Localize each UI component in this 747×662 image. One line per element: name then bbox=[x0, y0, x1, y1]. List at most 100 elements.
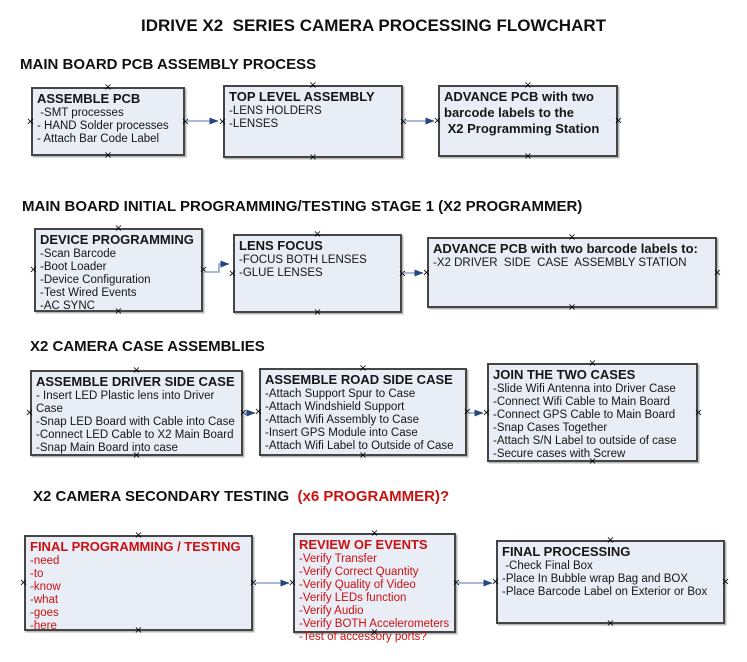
flow-box-join-the-two-cases: JOIN THE TWO CASES-Slide Wifi Antenna in… bbox=[482, 359, 702, 467]
flow-box-final-programming-testing: FINAL PROGRAMMING / TESTING-need-to-know… bbox=[19, 531, 257, 636]
box-item: -Check Final Box bbox=[502, 560, 593, 572]
connection-point-icon: × bbox=[721, 576, 730, 588]
connection-point-icon: × bbox=[114, 306, 123, 317]
box-item: -FOCUS BOTH LENSES bbox=[239, 254, 367, 266]
connection-point-icon: × bbox=[463, 406, 472, 418]
connection-point-icon: × bbox=[218, 116, 227, 127]
connection-point-icon: × bbox=[134, 625, 143, 636]
box-item: -here bbox=[30, 620, 57, 632]
connection-point-icon: × bbox=[399, 116, 408, 127]
box-item: -Snap Main Board into case bbox=[36, 442, 178, 454]
box-item: -Place Barcode Label on Exterior or Box bbox=[502, 586, 708, 598]
box-title: JOIN THE TWO CASES bbox=[493, 367, 636, 382]
connection-point-icon: × bbox=[491, 576, 500, 588]
connection-point-icon: × bbox=[567, 302, 577, 313]
connection-point-icon: × bbox=[567, 232, 577, 243]
box-item: -X2 DRIVER SIDE CASE ASSEMBLY STATION bbox=[433, 257, 687, 269]
box-title: TOP LEVEL ASSEMBLY bbox=[229, 89, 375, 104]
box-item: -Verify Correct Quantity bbox=[299, 566, 419, 578]
box-item: -Test Wired Events bbox=[40, 287, 137, 299]
box-item: -Secure cases with Screw bbox=[493, 448, 626, 460]
box-item: -Verify BOTH Accelerometers bbox=[299, 618, 450, 630]
connection-point-icon: × bbox=[370, 528, 379, 539]
box-title: REVIEW OF EVENTS bbox=[299, 537, 428, 552]
connection-point-icon: × bbox=[114, 223, 123, 234]
box-item: -Attach S/N Label to outside of case bbox=[493, 435, 677, 447]
connection-point-icon: × bbox=[606, 618, 615, 629]
page-title: IDRIVE X2 SERIES CAMERA PROCESSING FLOWC… bbox=[140, 16, 607, 35]
box-item: -Slide Wifi Antenna into Driver Case bbox=[493, 383, 676, 395]
connection-point-icon: × bbox=[694, 407, 703, 418]
connection-point-icon: × bbox=[25, 407, 34, 419]
connection-point-icon: × bbox=[308, 80, 318, 91]
connection-point-icon: × bbox=[103, 150, 113, 161]
box-item: -Insert GPS Module into Case bbox=[265, 427, 418, 439]
box-item: -Device Configuration bbox=[40, 274, 151, 286]
box-item: - Insert LED Plastic lens into Driver Ca… bbox=[36, 390, 218, 415]
box-item: -Verify Audio bbox=[299, 605, 364, 617]
connection-point-icon: × bbox=[103, 82, 113, 93]
connection-point-icon: × bbox=[614, 115, 623, 127]
box-item: -AC SYNC bbox=[40, 300, 95, 312]
connection-point-icon: × bbox=[588, 456, 597, 467]
section-heading-initial-programming: MAIN BOARD INITIAL PROGRAMMING/TESTING S… bbox=[22, 198, 582, 215]
section-heading-secondary-testing: X2 CAMERA SECONDARY TESTING (x6 PROGRAMM… bbox=[33, 488, 449, 505]
connection-point-icon: × bbox=[313, 307, 322, 318]
box-item: -Verify LEDs function bbox=[299, 592, 407, 604]
box-item: -Place In Bubble wrap Bag and BOX bbox=[502, 573, 689, 585]
flow-box-advance-pcb-to-driver-side-station: ADVANCE PCB with two barcode labels to:-… bbox=[422, 233, 721, 313]
connection-point-icon: × bbox=[19, 577, 28, 589]
flow-box-device-programming: DEVICE PROGRAMMING-Scan Barcode-Boot Loa… bbox=[29, 224, 207, 317]
box-item: -SMT processes bbox=[37, 107, 124, 119]
box-item: -Snap Cases Together bbox=[493, 422, 608, 434]
box-item: -Verify Transfer bbox=[299, 553, 377, 565]
connection-point-icon: × bbox=[588, 358, 597, 369]
box-title: DEVICE PROGRAMMING bbox=[40, 232, 194, 247]
connection-point-icon: × bbox=[452, 577, 461, 589]
flow-box-assemble-driver-side-case: ASSEMBLE DRIVER SIDE CASE- Insert LED Pl… bbox=[25, 366, 247, 461]
connection-point-icon: × bbox=[288, 577, 297, 589]
section-heading-text: MAIN BOARD PCB ASSEMBLY PROCESS bbox=[20, 56, 317, 73]
box-item: - HAND Solder processes bbox=[37, 120, 169, 132]
connection-point-icon: × bbox=[239, 407, 248, 419]
connection-point-icon: × bbox=[132, 365, 141, 376]
connection-point-icon: × bbox=[132, 450, 141, 461]
connection-point-icon: × bbox=[254, 406, 263, 418]
flow-box-assemble-pcb: ASSEMBLE PCB -SMT processes- HAND Solder… bbox=[26, 83, 189, 161]
box-item: -LENSES bbox=[229, 118, 279, 130]
box-item: -goes bbox=[30, 607, 59, 619]
box-item: -Scan Barcode bbox=[40, 248, 117, 260]
flow-box-top-level-assembly: TOP LEVEL ASSEMBLY-LENS HOLDERS-LENSES××… bbox=[218, 81, 407, 163]
box-item: -Connect GPS Cable to Main Board bbox=[493, 409, 676, 421]
box-item: -Attach Windshield Support bbox=[265, 401, 405, 413]
flow-box-assemble-road-side-case: ASSEMBLE ROAD SIDE CASE-Attach Support S… bbox=[254, 364, 471, 461]
connection-point-icon: × bbox=[713, 267, 722, 278]
section-heading-text: X2 CAMERA CASE ASSEMBLIES bbox=[30, 338, 265, 355]
connection-point-icon: × bbox=[523, 151, 533, 162]
connection-point-icon: × bbox=[308, 152, 318, 163]
box-title: FINAL PROCESSING bbox=[502, 544, 631, 559]
section-heading-text: MAIN BOARD INITIAL PROGRAMMING/TESTING S… bbox=[22, 198, 583, 215]
connection-point-icon: × bbox=[228, 268, 237, 279]
box-item: -Verify Quality of Video bbox=[299, 579, 416, 591]
box-title: ADVANCE PCB with two barcode labels to t… bbox=[444, 89, 600, 136]
flow-box-review-of-events: REVIEW OF EVENTS-Verify Transfer-Verify … bbox=[288, 529, 460, 644]
box-title: ADVANCE PCB with two barcode labels to: bbox=[433, 241, 698, 256]
box-item: -Attach Wifi Label to Outside of Case bbox=[265, 440, 454, 452]
section-heading-pcb-assembly: MAIN BOARD PCB ASSEMBLY PROCESS bbox=[20, 56, 316, 73]
connection-point-icon: × bbox=[358, 363, 368, 374]
connection-point-icon: × bbox=[134, 530, 143, 541]
connection-point-icon: × bbox=[26, 116, 35, 127]
connection-point-icon: × bbox=[398, 268, 407, 279]
box-item: -what bbox=[30, 594, 59, 606]
connection-point-icon: × bbox=[422, 267, 431, 278]
section-heading-suffix: (x6 PROGRAMMER)? bbox=[293, 488, 450, 505]
connection-point-icon: × bbox=[29, 264, 38, 276]
box-item: -Attach Support Spur to Case bbox=[265, 388, 416, 400]
connection-point-icon: × bbox=[199, 264, 208, 276]
section-heading-text: X2 CAMERA SECONDARY TESTING bbox=[33, 488, 294, 505]
connection-point-icon: × bbox=[482, 407, 491, 418]
box-item: - Attach Bar Code Label bbox=[37, 133, 160, 145]
box-title: FINAL PROGRAMMING / TESTING bbox=[30, 539, 241, 554]
